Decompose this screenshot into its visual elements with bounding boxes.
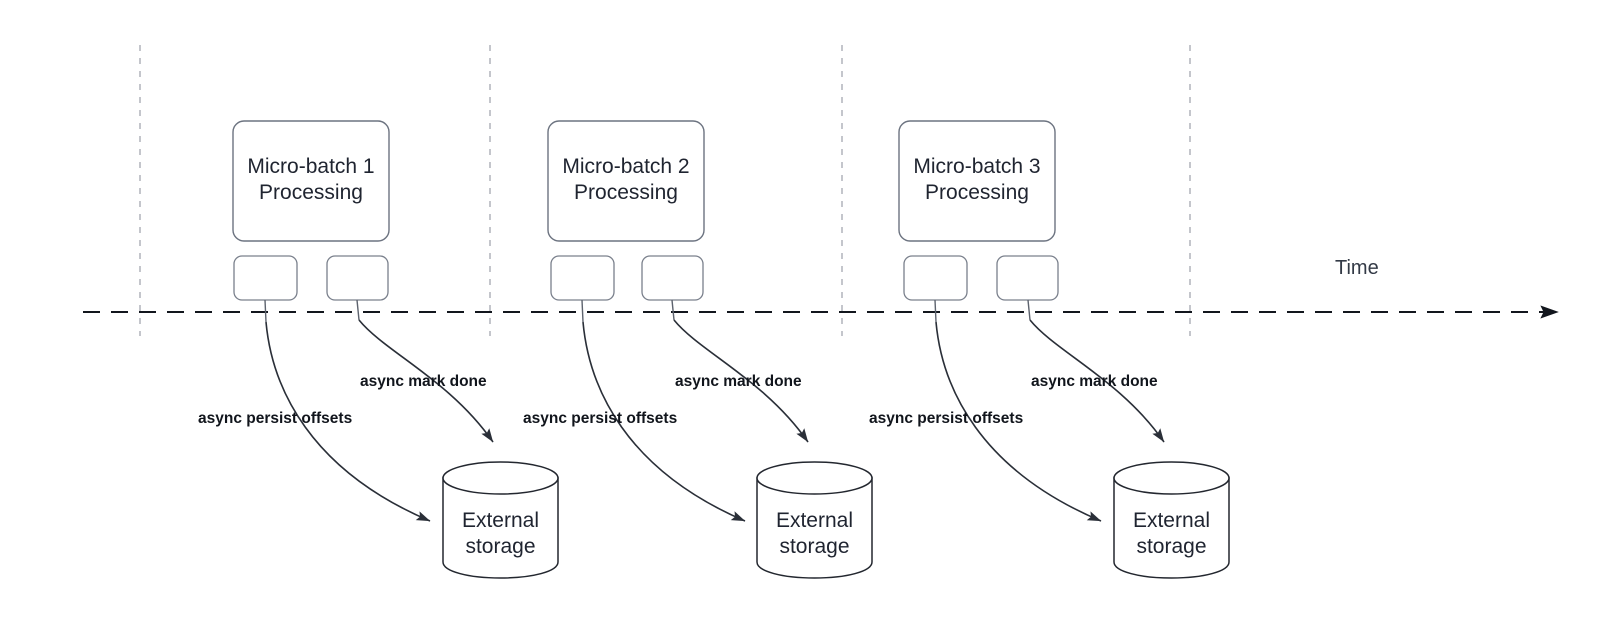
async-persist-offsets-3-edge	[935, 321, 1102, 522]
micro-batch-2-group: Micro-batch 2 Processing async persist o…	[523, 120, 873, 579]
async-persist-offsets-1-label: async persist offsets	[198, 410, 352, 427]
async-mark-done-2-label: async mark done	[675, 373, 802, 390]
task-box-1b-stem	[356, 299, 360, 321]
external-storage-2-label-line2: storage	[779, 535, 849, 558]
micro-batch-2-title-line1: Micro-batch 2	[562, 155, 689, 178]
task-box-1a[interactable]	[233, 255, 298, 301]
task-box-2b-stem	[671, 299, 675, 321]
external-storage-3-label-line2: storage	[1136, 535, 1206, 558]
external-storage-1[interactable]: External storage	[442, 461, 559, 579]
task-box-1a-stem	[264, 299, 267, 323]
task-box-3a[interactable]	[903, 255, 968, 301]
async-persist-offsets-3-label: async persist offsets	[869, 410, 1023, 427]
task-box-3b[interactable]	[996, 255, 1059, 301]
task-box-3a-stem	[934, 299, 937, 323]
external-storage-3[interactable]: External storage	[1113, 461, 1230, 579]
async-mark-done-2-edge	[673, 319, 809, 443]
async-persist-offsets-2-edge	[582, 321, 746, 522]
external-storage-2-label-line1: External	[776, 509, 853, 532]
async-mark-done-3-edge	[1029, 319, 1165, 443]
micro-batch-1-title-line2: Processing	[259, 181, 363, 204]
async-mark-done-3-label: async mark done	[1031, 373, 1158, 390]
micro-batch-1-box[interactable]	[232, 120, 390, 242]
task-box-2a-stem	[581, 299, 584, 323]
external-storage-2[interactable]: External storage	[756, 461, 873, 579]
async-persist-offsets-2-label: async persist offsets	[523, 410, 677, 427]
async-mark-done-1-edge	[358, 319, 494, 443]
micro-batch-1-title-line1: Micro-batch 1	[247, 155, 374, 178]
timeline-dividers	[139, 45, 1191, 336]
micro-batch-2-box[interactable]	[547, 120, 705, 242]
async-mark-done-1-label: async mark done	[360, 373, 487, 390]
micro-batch-1-group: Micro-batch 1 Processing async persist o…	[198, 120, 559, 579]
task-box-3b-stem	[1027, 299, 1031, 321]
task-box-2a[interactable]	[550, 255, 615, 301]
micro-batch-3-title-line1: Micro-batch 3	[913, 155, 1040, 178]
task-box-1b[interactable]	[326, 255, 389, 301]
external-storage-1-label-line2: storage	[465, 535, 535, 558]
micro-batch-3-group: Micro-batch 3 Processing async persist o…	[869, 120, 1230, 579]
external-storage-3-label-line1: External	[1133, 509, 1210, 532]
time-axis-label: Time	[1335, 257, 1379, 279]
task-box-2b[interactable]	[641, 255, 704, 301]
micro-batch-2-title-line2: Processing	[574, 181, 678, 204]
micro-batch-3-box[interactable]	[898, 120, 1056, 242]
async-persist-offsets-1-edge	[265, 321, 431, 522]
external-storage-1-label-line1: External	[462, 509, 539, 532]
micro-batch-3-title-line2: Processing	[925, 181, 1029, 204]
